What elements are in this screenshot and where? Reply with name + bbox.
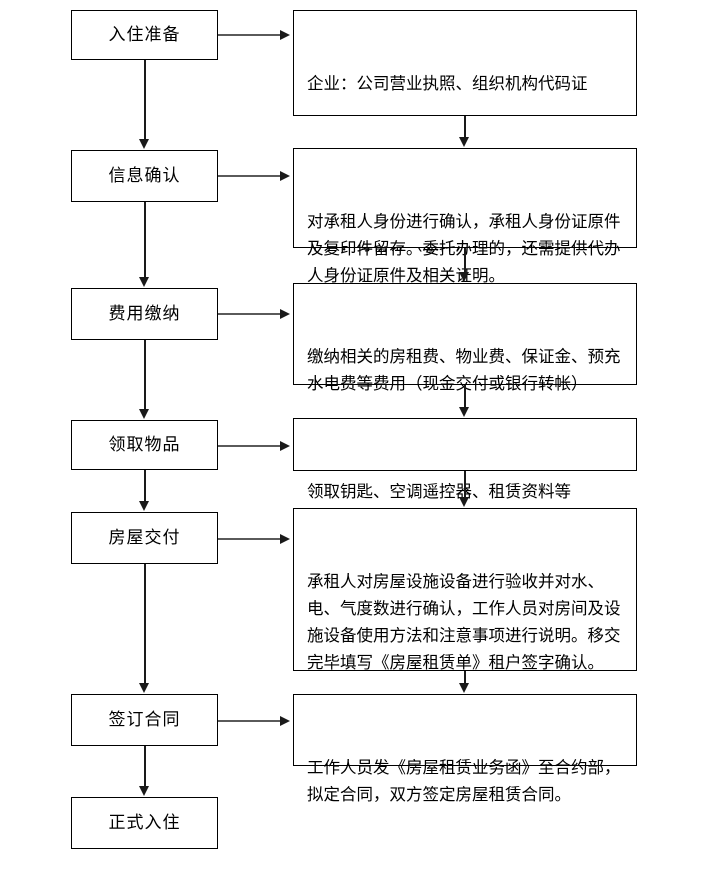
connector-arrow-stage5-stage6	[139, 683, 149, 693]
connector-line-stage4-detail4	[218, 445, 281, 447]
connector-line-detail1-detail2	[464, 116, 466, 139]
detail-box-house-handover[interactable]: 承租人对房屋设施设备进行验收并对水、电、气度数进行确认，工作人员对房间及设施设备…	[293, 508, 637, 672]
connector-line-detail3-detail4	[464, 385, 466, 409]
connector-arrow-stage6-detail6	[280, 716, 290, 726]
stage-box-official-move-in[interactable]: 正式入住	[71, 797, 218, 849]
connector-line-stage4-stage5	[144, 470, 146, 502]
stage-label: 领取物品	[108, 434, 181, 455]
stage-box-house-handover[interactable]: 房屋交付	[71, 512, 218, 564]
detail-box-fee-payment[interactable]: 缴纳相关的房租费、物业费、保证金、预充水电费等费用（现金交付或银行转帐）	[293, 283, 637, 393]
connector-line-detail5-detail6	[464, 671, 466, 684]
connector-arrow-stage4-detail4	[280, 441, 290, 451]
stage-box-collect-items[interactable]: 领取物品	[71, 420, 218, 470]
connector-arrow-detail1-detail2	[459, 137, 469, 147]
connector-line-detail4-detail5	[464, 471, 466, 498]
stage-box-sign-contract[interactable]: 签订合同	[71, 694, 218, 746]
stage-box-fee-payment[interactable]: 费用缴纳	[71, 288, 218, 340]
connector-arrow-detail5-detail6	[459, 683, 469, 693]
connector-line-stage5-stage6	[144, 564, 146, 684]
stage-label: 信息确认	[108, 165, 181, 186]
detail-text: 领取钥匙、空调遥控器、租赁资料等	[307, 482, 571, 502]
detail-text: 工作人员发《房屋租赁业务函》至合约部，拟定合同，双方签定房屋租赁合同。	[307, 758, 621, 805]
connector-arrow-stage3-detail3	[280, 309, 290, 319]
stage-label: 房屋交付	[108, 527, 181, 548]
connector-arrow-stage5-detail5	[280, 534, 290, 544]
connector-arrow-stage3-stage4	[139, 409, 149, 419]
connector-line-stage5-detail5	[218, 538, 281, 540]
detail-box-sign-contract[interactable]: 工作人员发《房屋租赁业务函》至合约部，拟定合同，双方签定房屋租赁合同。	[293, 694, 637, 804]
stage-label: 费用缴纳	[108, 303, 181, 324]
connector-arrow-stage1-detail1	[280, 30, 290, 40]
detail-text: 对承租人身份进行确认，承租人身份证原件及复印件留存。委托办理的，还需提供代办人身…	[307, 212, 621, 285]
connector-arrow-stage2-detail2	[280, 171, 290, 181]
detail-box-information-confirmation[interactable]: 对承租人身份进行确认，承租人身份证原件及复印件留存。委托办理的，还需提供代办人身…	[293, 148, 637, 285]
detail-line-enterprise: 企业：公司营业执照、组织机构代码证	[307, 74, 588, 94]
connector-line-detail2-detail3	[464, 248, 466, 274]
connector-line-stage3-stage4	[144, 340, 146, 410]
stage-label: 签订合同	[108, 709, 181, 730]
connector-line-stage6-detail6	[218, 720, 281, 722]
detail-text: 缴纳相关的房租费、物业费、保证金、预充水电费等费用（现金交付或银行转帐）	[307, 347, 621, 394]
connector-arrow-stage4-stage5	[139, 501, 149, 511]
connector-arrow-stage2-stage3	[139, 277, 149, 287]
connector-line-stage3-detail3	[218, 313, 281, 315]
connector-arrow-stage1-stage2	[139, 139, 149, 149]
connector-line-stage1-detail1	[218, 34, 281, 36]
connector-line-stage2-stage3	[144, 202, 146, 278]
connector-arrow-detail3-detail4	[459, 407, 469, 417]
connector-arrow-stage6-stage7	[139, 786, 149, 796]
detail-text: 承租人对房屋设施设备进行验收并对水、电、气度数进行确认，工作人员对房间及设施设备…	[307, 572, 621, 672]
connector-line-stage1-stage2	[144, 60, 146, 140]
connector-line-stage2-detail2	[218, 175, 281, 177]
connector-arrow-detail2-detail3	[459, 272, 469, 282]
detail-box-collect-items[interactable]: 领取钥匙、空调遥控器、租赁资料等	[293, 418, 637, 501]
connector-line-stage6-stage7	[144, 746, 146, 787]
stage-box-entry-preparation[interactable]: 入住准备	[71, 10, 218, 60]
stage-label: 入住准备	[108, 24, 181, 45]
detail-box-entry-preparation[interactable]: 企业：公司营业执照、组织机构代码证 或税务登记证复印件 个人：身份证（原件）	[293, 10, 637, 254]
stage-label: 正式入住	[108, 812, 181, 833]
connector-arrow-detail4-detail5	[459, 497, 469, 507]
stage-box-information-confirmation[interactable]: 信息确认	[71, 150, 218, 202]
